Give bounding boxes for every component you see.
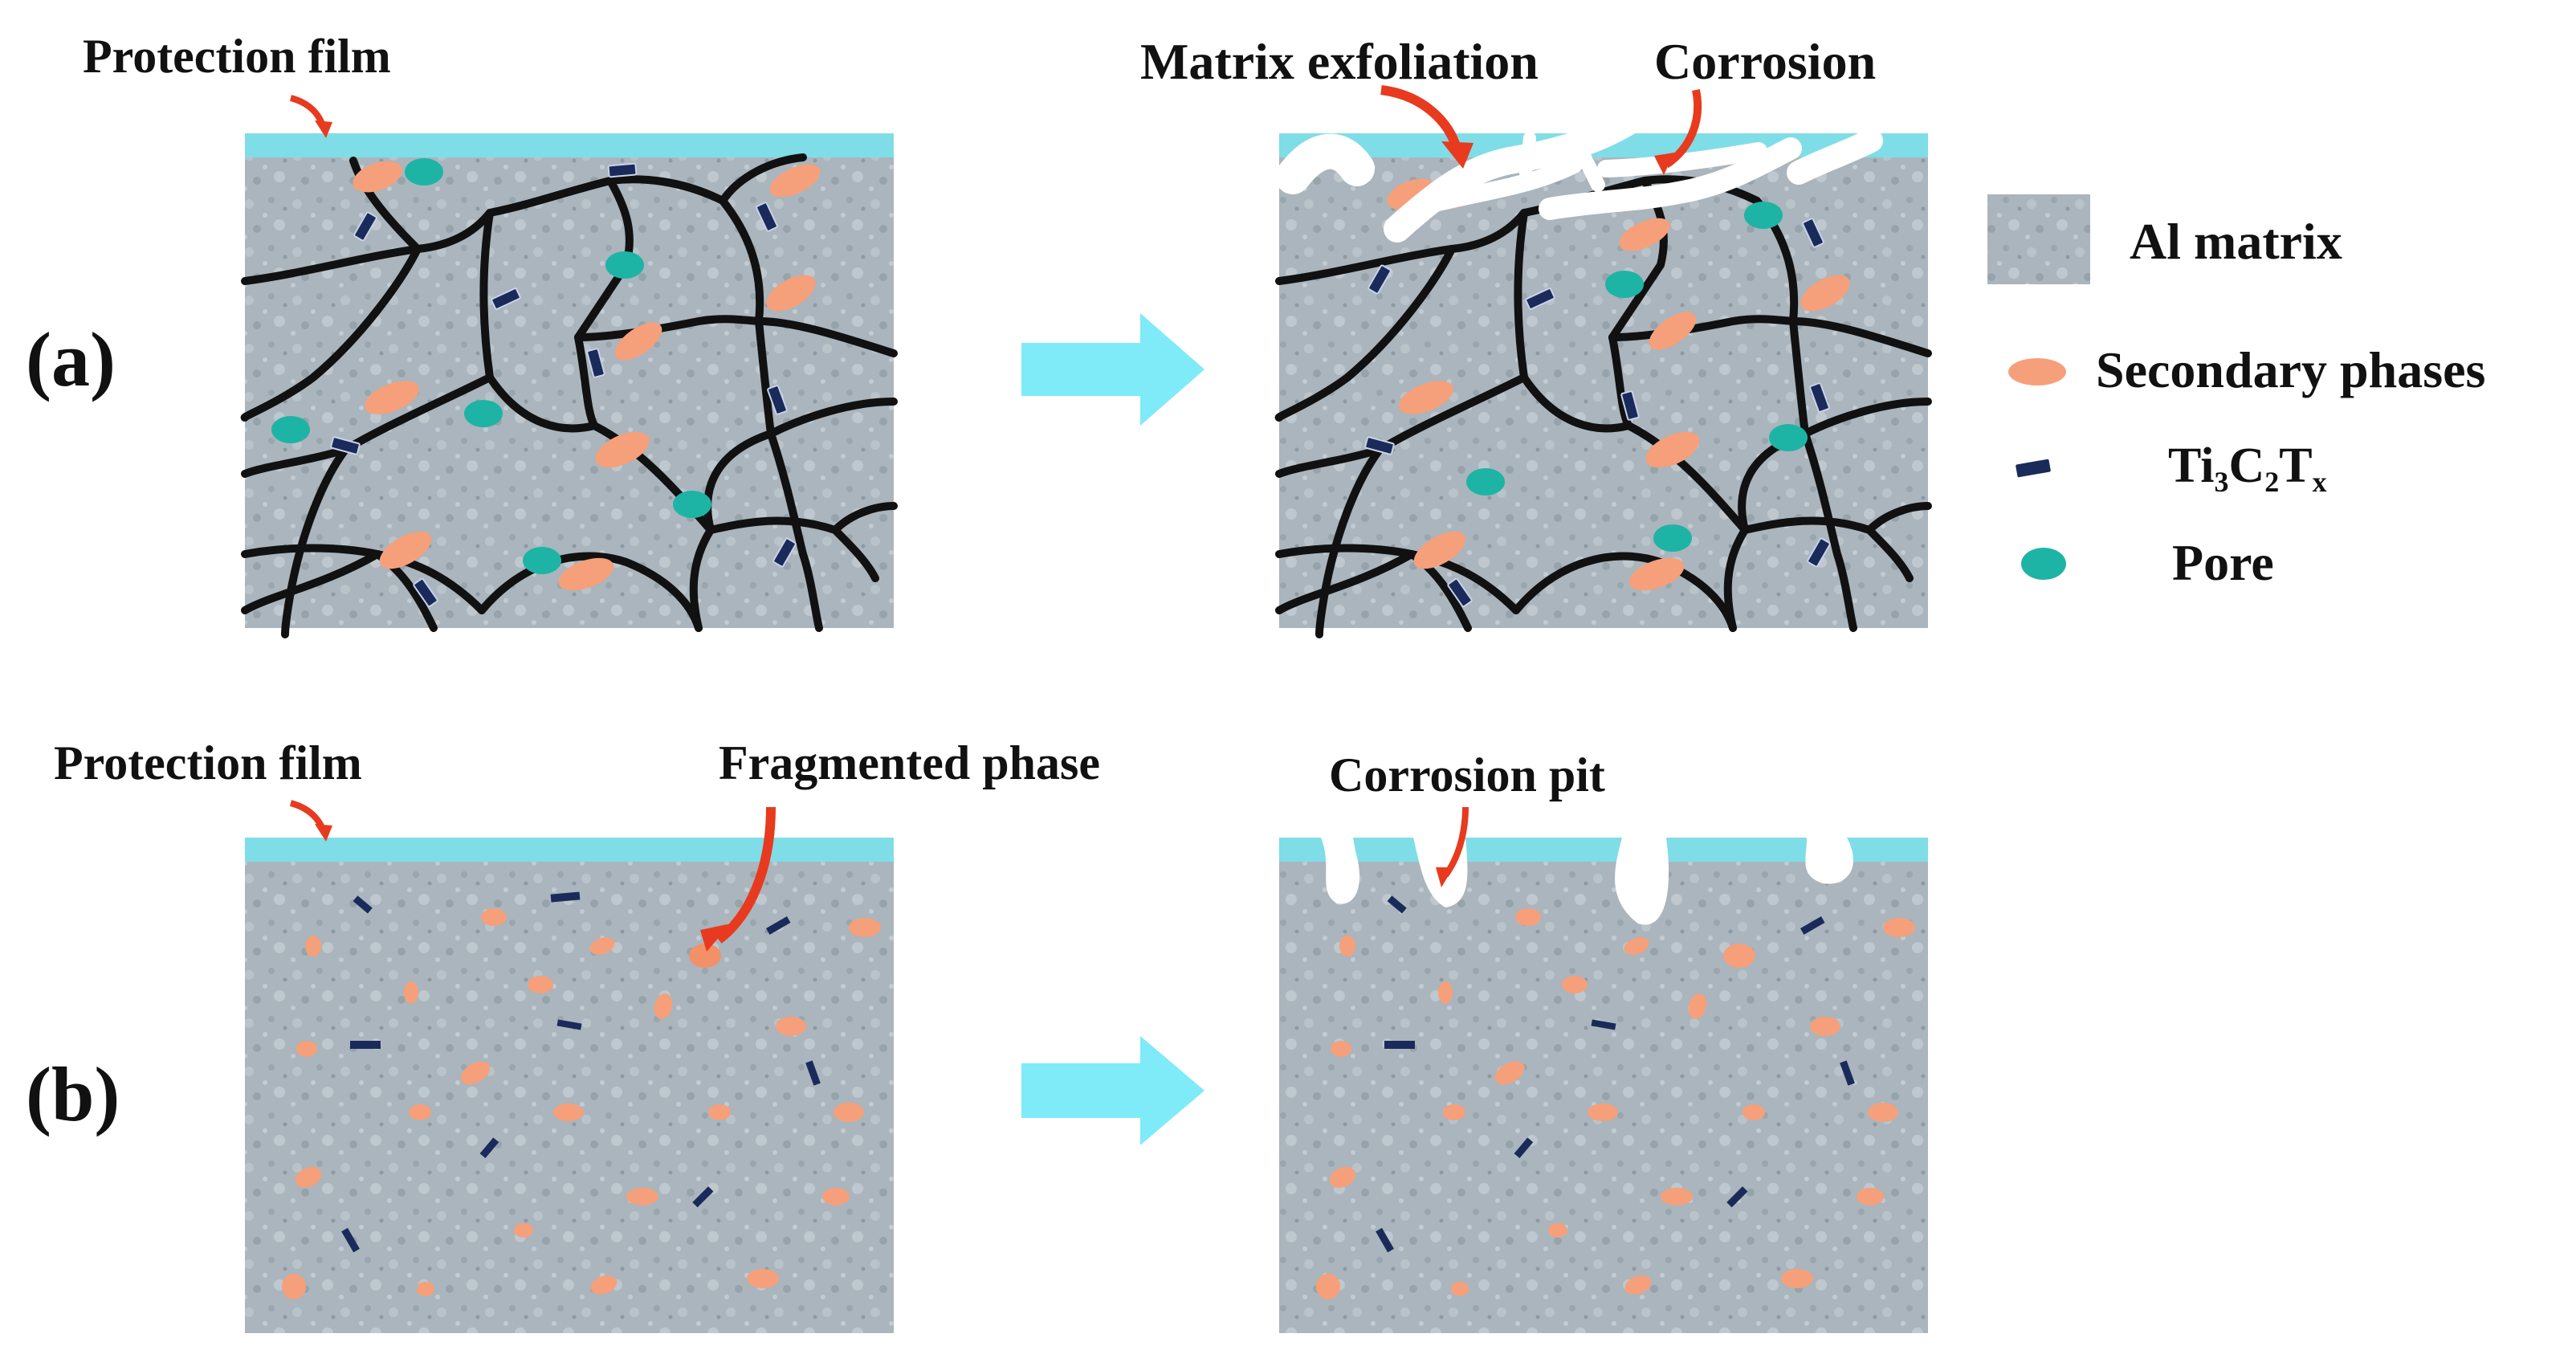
panel-b-before (245, 838, 894, 1333)
protection-film-b-label: Protection film (54, 736, 362, 789)
panel-a-label: (a) (26, 316, 116, 402)
corrosion-pit-label: Corrosion pit (1329, 748, 1605, 801)
panel-a-before (240, 133, 898, 638)
secondary-phases (353, 161, 821, 591)
al-matrix-block (1279, 843, 1928, 1333)
al-matrix-block (245, 843, 894, 1333)
matrix-exfoliation-label: Matrix exfoliation (1140, 33, 1539, 90)
pores (271, 158, 711, 574)
protection-film-layer (245, 838, 894, 862)
panel-a-after (1274, 107, 1932, 638)
legend-pore-label: Pore (2172, 534, 2274, 591)
secondary-phases (282, 908, 881, 1299)
legend-al-matrix-swatch (1987, 194, 2090, 284)
matrix-exfoliation-arrow (1380, 85, 1462, 153)
grain-boundaries (240, 153, 898, 638)
matrix-exfoliation-arrowhead (1441, 141, 1473, 169)
grain-boundaries (1274, 175, 1932, 638)
corrosion-arrow (1664, 88, 1702, 169)
legend: Al matrix Secondary phases Ti3C2Tx Pore (1987, 194, 2485, 591)
process-arrow-b (1021, 1036, 1204, 1145)
process-arrow-a (1021, 313, 1204, 426)
protection-film-layer (245, 133, 894, 157)
legend-ti3c2tx-label: Ti3C2Tx (2168, 438, 2327, 498)
legend-ti3c2tx-swatch (2014, 457, 2052, 479)
callout-arrows (289, 85, 1702, 952)
legend-secondary-phases-label: Secondary phases (2096, 341, 2485, 398)
fragmented-phase-label: Fragmented phase (719, 736, 1100, 789)
panel-b-after (1279, 838, 1928, 1333)
panel-b-label: (b) (26, 1051, 120, 1137)
protection-film-a-label: Protection film (83, 30, 391, 83)
legend-pore-swatch (2021, 548, 2066, 580)
corrosion-damage (1275, 107, 1883, 243)
ti3c2tx-flakes (341, 891, 821, 1253)
pores (1466, 202, 1808, 552)
protection-film-b-arrowhead (315, 824, 332, 842)
ti3c2tx-flakes (1376, 895, 1855, 1253)
fragmented-phase-arrow (715, 806, 776, 944)
corrosion-arrowhead (1654, 153, 1674, 175)
fragmented-phase-arrowhead (700, 924, 731, 952)
corrosion-pit-arrowhead (1436, 867, 1453, 887)
corrosion-label: Corrosion (1654, 33, 1876, 90)
legend-al-matrix-label: Al matrix (2130, 213, 2342, 270)
secondary-phases (1316, 908, 1915, 1299)
legend-secondary-phase-swatch (2008, 358, 2066, 385)
protection-film-a-arrowhead (315, 120, 332, 138)
